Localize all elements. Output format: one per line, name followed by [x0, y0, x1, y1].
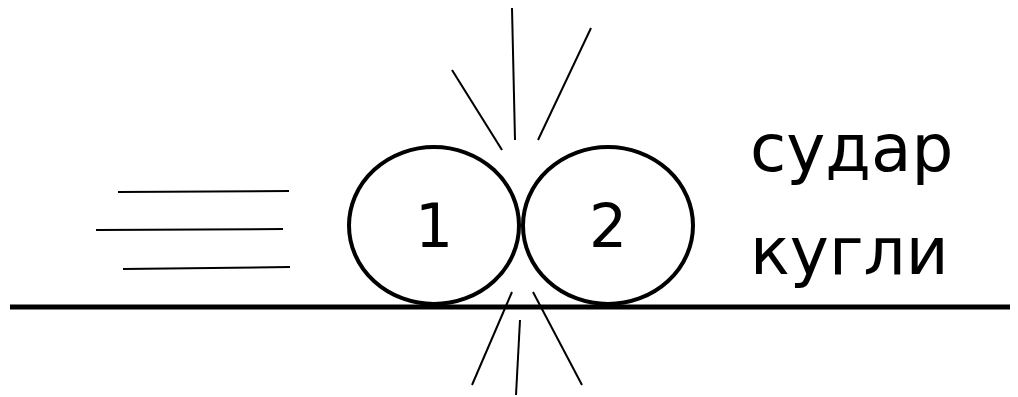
- impact-line: [516, 320, 520, 395]
- ball-number: 2: [589, 196, 627, 256]
- ball-circle: 1: [347, 145, 521, 306]
- impact-line: [512, 8, 515, 140]
- impact-line: [538, 28, 591, 140]
- motion-line: [118, 191, 289, 192]
- ground-line: [10, 305, 1010, 310]
- motion-line: [123, 267, 290, 269]
- ball-circle: 2: [521, 145, 695, 306]
- impact-line: [472, 292, 512, 385]
- ball-number: 1: [415, 196, 453, 256]
- motion-line: [96, 229, 283, 230]
- caption-text: судар кугли: [750, 97, 990, 303]
- impact-line: [452, 70, 502, 150]
- impact-line: [533, 292, 582, 385]
